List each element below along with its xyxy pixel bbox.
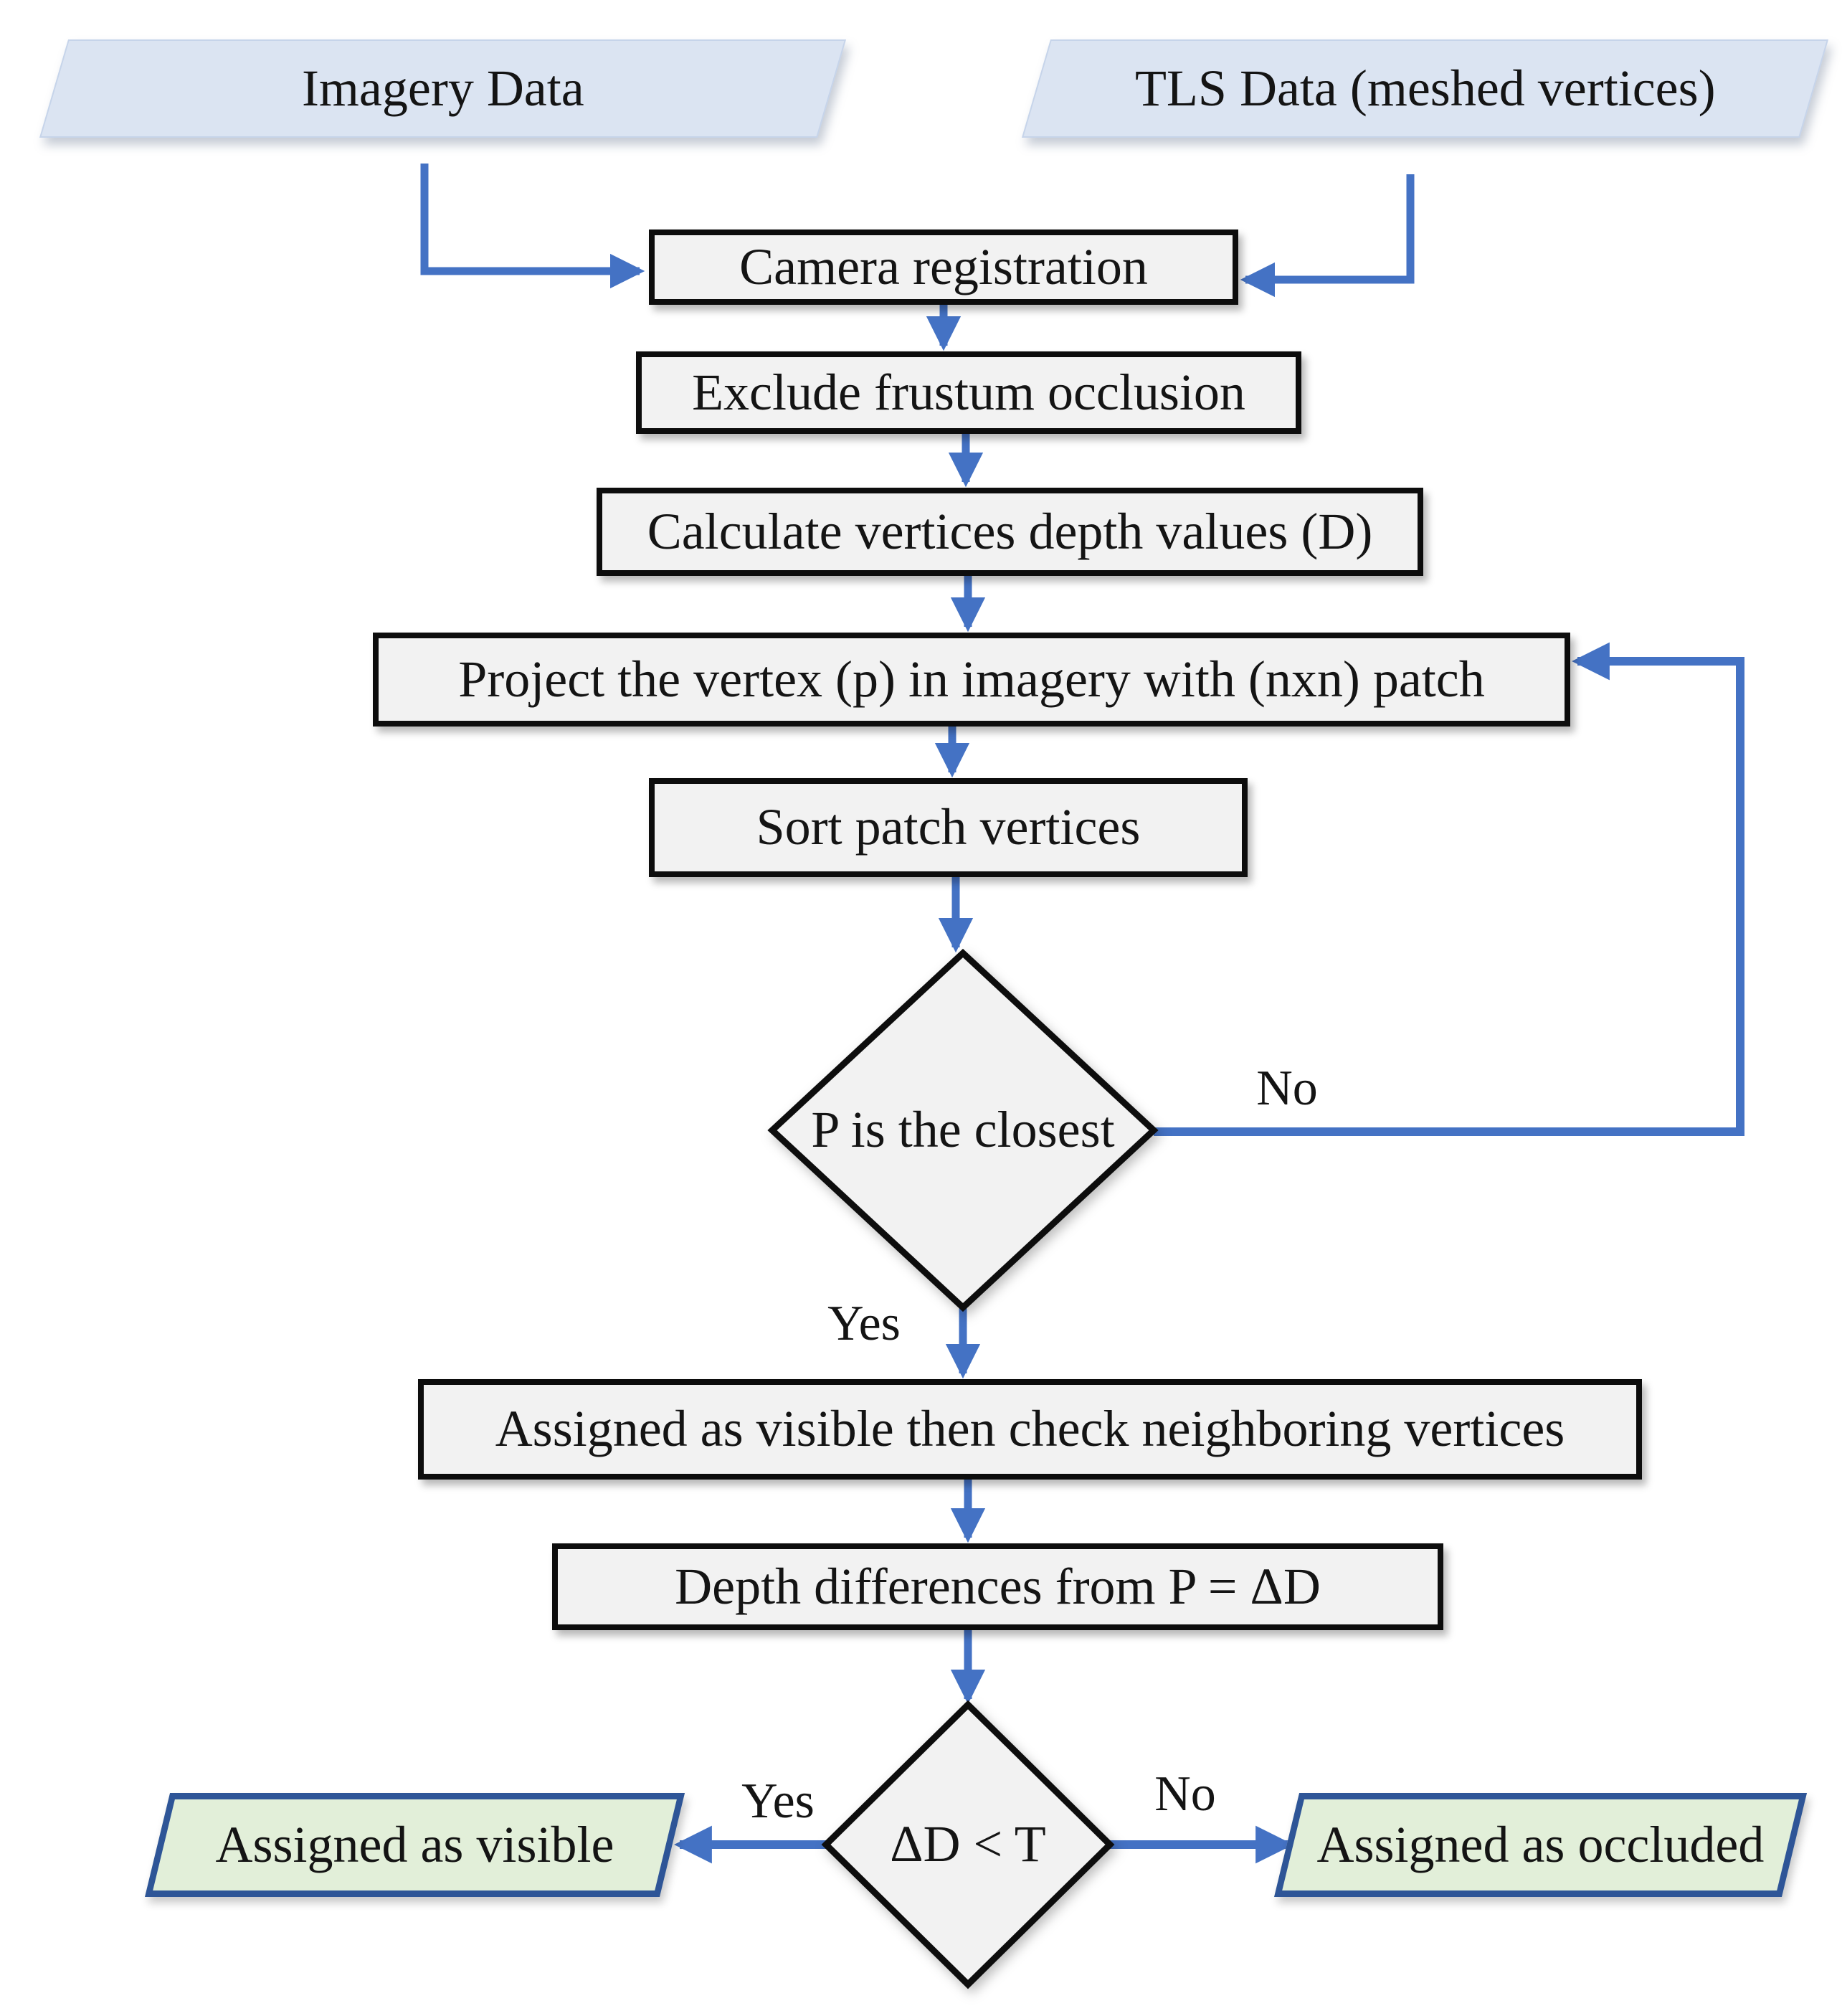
node-assigned-visible-check-neighbors-label: Assigned as visible then check neighbori… — [495, 1400, 1565, 1458]
decision-diamond-threshold — [821, 1700, 1115, 1989]
arrow-imagery-to-camera — [420, 164, 645, 289]
threshold-text: ΔD < T — [890, 1815, 1046, 1873]
node-tls-data-label: TLS Data (meshed vertices) — [1134, 59, 1716, 117]
node-depth-differences-label: Depth differences from P = ΔD — [675, 1557, 1321, 1615]
node-assigned-visible-check-neighbors: Assigned as visible then check neighbori… — [418, 1379, 1642, 1480]
node-calculate-depth-values-label: Calculate vertices depth values (D) — [647, 502, 1373, 560]
edge-label-threshold-no: No — [1114, 1759, 1257, 1830]
pclosest-no-text: No — [1256, 1061, 1318, 1116]
threshold-yes-text: Yes — [741, 1774, 815, 1829]
node-exclude-frustum-occlusion-label: Exclude frustum occlusion — [692, 363, 1245, 421]
arrow-tls-to-camera — [1240, 174, 1415, 298]
node-assigned-as-occluded-label: Assigned as occluded — [1316, 1815, 1765, 1873]
edge-label-threshold-yes: Yes — [706, 1766, 850, 1837]
node-project-vertex-patch-label: Project the vertex (p) in imagery with (… — [458, 650, 1485, 708]
pclosest-yes-text: Yes — [827, 1296, 901, 1351]
node-camera-registration: Camera registration — [649, 229, 1238, 305]
p-closest-text: P is the closest — [811, 1101, 1115, 1159]
node-threshold-label: ΔD < T — [789, 1802, 1147, 1888]
node-tls-data: TLS Data (meshed vertices) — [1022, 39, 1829, 138]
edge-label-pclosest-yes: Yes — [792, 1288, 936, 1360]
edge-label-pclosest-no: No — [1215, 1053, 1359, 1125]
node-assigned-as-visible-label: Assigned as visible — [215, 1815, 614, 1873]
node-imagery-data-label: Imagery Data — [301, 59, 584, 117]
node-assigned-as-occluded: Assigned as occluded — [1274, 1793, 1808, 1897]
threshold-no-text: No — [1154, 1766, 1216, 1822]
node-imagery-data: Imagery Data — [39, 39, 847, 138]
node-project-vertex-patch: Project the vertex (p) in imagery with (… — [373, 633, 1570, 727]
node-camera-registration-label: Camera registration — [739, 237, 1148, 295]
node-calculate-depth-values: Calculate vertices depth values (D) — [597, 488, 1423, 576]
arrow-pclosest-no-loop-to-project — [1154, 642, 1744, 1136]
node-sort-patch-vertices-label: Sort patch vertices — [756, 798, 1141, 856]
node-exclude-frustum-occlusion: Exclude frustum occlusion — [636, 351, 1301, 434]
node-p-closest-label: P is the closest — [748, 1087, 1178, 1173]
node-assigned-as-visible: Assigned as visible — [145, 1793, 685, 1897]
node-sort-patch-vertices: Sort patch vertices — [649, 778, 1248, 877]
decision-diamond-p-closest — [767, 948, 1159, 1312]
node-depth-differences: Depth differences from P = ΔD — [552, 1543, 1443, 1630]
